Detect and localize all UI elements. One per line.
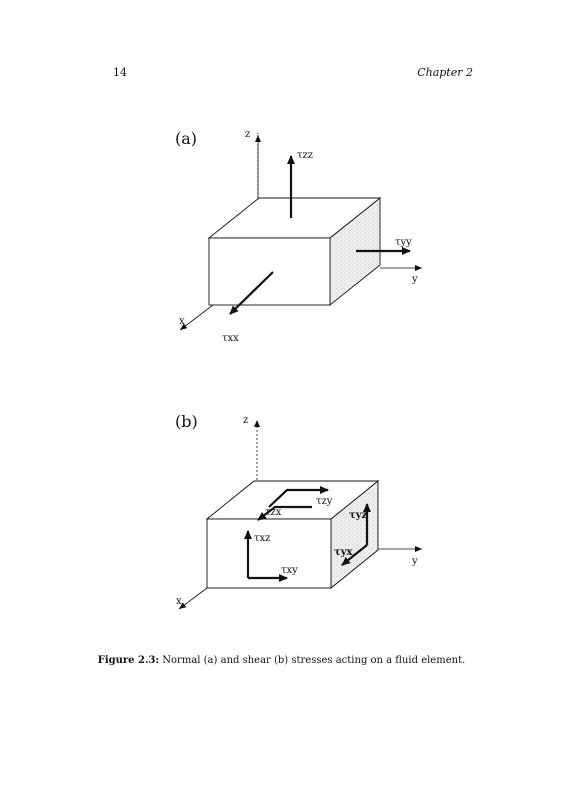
panel-a-x-axis: x bbox=[179, 304, 214, 331]
panel-a-label: (a) bbox=[175, 129, 197, 148]
tau-yy-arrow: τyy bbox=[356, 237, 412, 255]
page-header: 14 Chapter 2 bbox=[113, 66, 473, 82]
tau-zz-arrow: τzz bbox=[287, 150, 313, 218]
panel-a-x-label: x bbox=[179, 316, 185, 327]
tau-yx-label: τyx bbox=[334, 547, 354, 558]
panel-b-cube bbox=[205, 480, 380, 589]
tau-zz-label: τzz bbox=[297, 150, 313, 161]
tau-zy-arrow: τzy bbox=[268, 486, 333, 508]
panel-a-y-label: y bbox=[411, 274, 418, 285]
tau-xy-label: τxy bbox=[281, 565, 298, 576]
panel-b-z-axis: z bbox=[243, 415, 260, 480]
tau-xx-arrow: τxx bbox=[222, 271, 274, 344]
figure-caption-label: Figure 2.3: bbox=[97, 655, 160, 666]
tau-yz-label: τyz bbox=[349, 510, 368, 521]
tau-xz-arrow: τxz bbox=[244, 530, 270, 578]
panel-b-y-axis: y bbox=[378, 546, 422, 567]
tau-xx-label: τxx bbox=[222, 333, 239, 344]
tau-xy-arrow: τxy bbox=[248, 565, 298, 582]
figure-caption-text: Normal (a) and shear (b) stresses acting… bbox=[159, 655, 466, 666]
panel-b-x-label: x bbox=[176, 596, 182, 607]
chapter-title: Chapter 2 bbox=[417, 66, 473, 79]
panel-a-cube bbox=[207, 197, 382, 306]
panel-a: (a) z y x τzz τyy bbox=[175, 129, 422, 344]
panel-a-y-axis: y bbox=[380, 265, 422, 285]
panel-b-y-label: y bbox=[411, 556, 418, 567]
panel-b: (b) z y x τzy τzx bbox=[175, 412, 422, 610]
tau-yy-label: τyy bbox=[395, 237, 412, 248]
figure-caption: Figure 2.3: Normal (a) and shear (b) str… bbox=[0, 655, 563, 666]
tau-yz-arrow: τyz bbox=[349, 503, 371, 545]
tau-zx-arrow: τzx bbox=[257, 505, 312, 521]
panel-a-z-label: z bbox=[245, 129, 250, 140]
tau-yx-arrow: τyx bbox=[334, 544, 368, 566]
tau-zx-label: τzx bbox=[265, 507, 282, 518]
tau-zy-label: τzy bbox=[316, 496, 333, 507]
page-number: 14 bbox=[113, 66, 127, 79]
tau-xz-label: τxz bbox=[254, 533, 270, 544]
panel-b-label: (b) bbox=[175, 412, 198, 431]
panel-b-z-label: z bbox=[243, 415, 248, 426]
panel-b-x-axis: x bbox=[176, 587, 208, 610]
